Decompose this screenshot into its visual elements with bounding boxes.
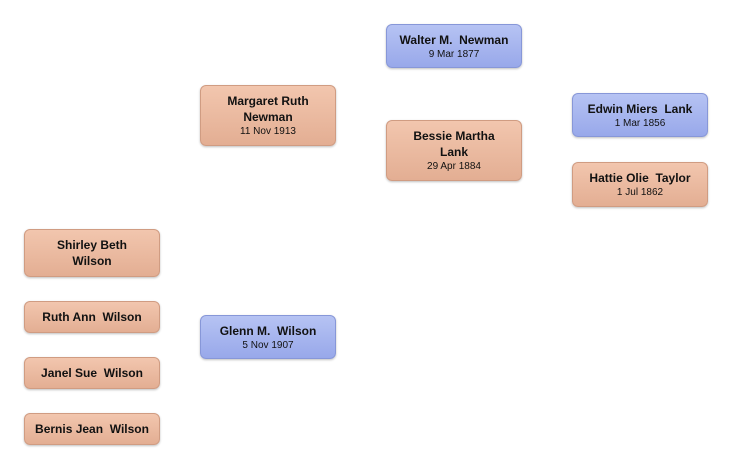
- person-name: Ruth Ann Wilson: [42, 310, 142, 324]
- person-birth-date: 1 Jul 1862: [616, 187, 664, 198]
- person-card-bessie[interactable]: Bessie Martha Lank 29 Apr 1884: [386, 120, 522, 181]
- person-card-walter[interactable]: Walter M. Newman 9 Mar 1877: [386, 24, 522, 68]
- person-card-glenn[interactable]: Glenn M. Wilson 5 Nov 1907: [200, 315, 336, 359]
- person-name: Glenn M. Wilson: [219, 323, 317, 338]
- person-card-edwin[interactable]: Edwin Miers Lank 1 Mar 1856: [572, 93, 708, 137]
- person-name: Walter M. Newman: [399, 32, 509, 47]
- person-card-ruth[interactable]: Ruth Ann Wilson: [24, 301, 160, 333]
- person-card-shirley[interactable]: Shirley Beth Wilson: [24, 229, 160, 277]
- person-birth-date: 11 Nov 1913: [240, 126, 296, 137]
- person-birth-date: 5 Nov 1907: [242, 339, 294, 351]
- person-card-bernis[interactable]: Bernis Jean Wilson: [24, 413, 160, 445]
- person-card-margaret[interactable]: Margaret Ruth Newman 11 Nov 1913: [200, 85, 336, 146]
- person-birth-date: 1 Mar 1856: [614, 117, 666, 129]
- person-name: Bessie Martha Lank: [413, 129, 495, 159]
- person-name: Shirley Beth Wilson: [56, 238, 128, 268]
- person-name: Janel Sue Wilson: [41, 366, 143, 380]
- person-name: Hattie Olie Taylor: [589, 171, 691, 185]
- person-birth-date: 9 Mar 1877: [428, 48, 480, 60]
- person-birth-date: 29 Apr 1884: [427, 161, 481, 172]
- person-card-hattie[interactable]: Hattie Olie Taylor 1 Jul 1862: [572, 162, 708, 207]
- person-card-janel[interactable]: Janel Sue Wilson: [24, 357, 160, 389]
- person-name: Margaret Ruth Newman: [227, 94, 309, 124]
- person-name: Edwin Miers Lank: [587, 101, 693, 116]
- person-name: Bernis Jean Wilson: [35, 422, 149, 436]
